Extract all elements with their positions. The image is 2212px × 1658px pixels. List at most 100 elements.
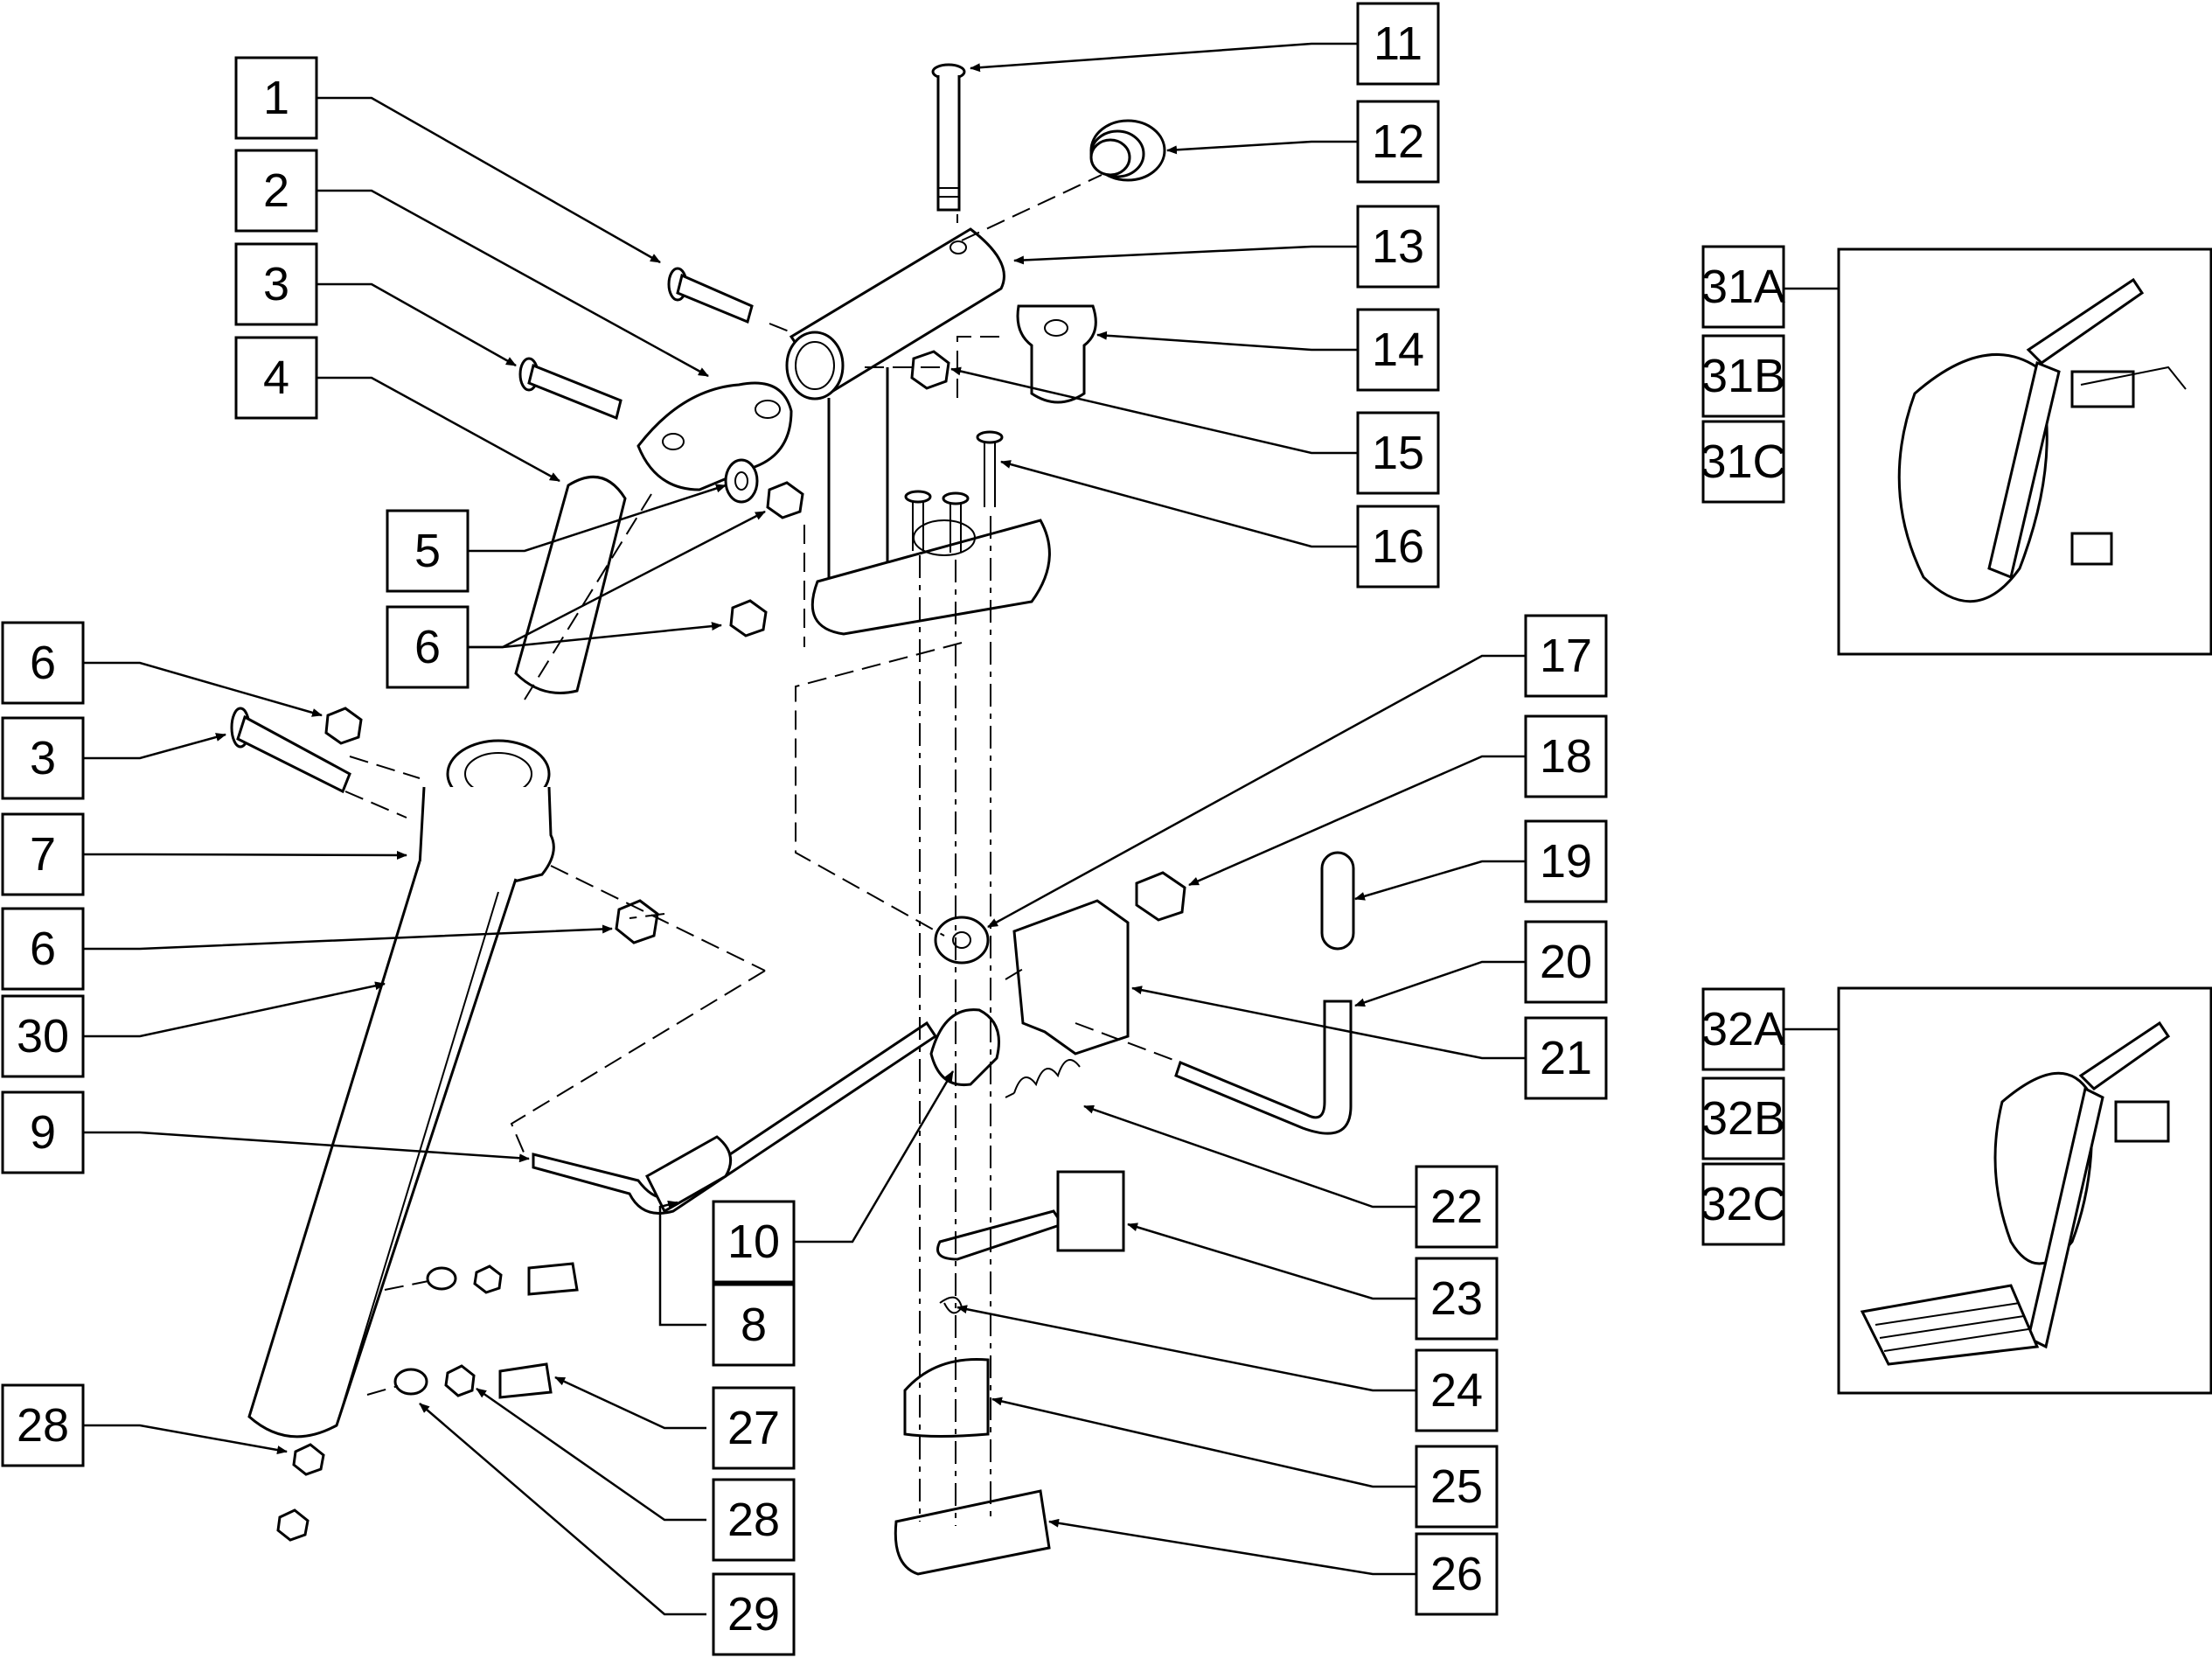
svg-text:25: 25 bbox=[1430, 1460, 1483, 1513]
callout-4: 4 bbox=[234, 336, 318, 420]
callout-31c: 31C bbox=[1700, 420, 1787, 504]
callout-3-lower: 3 bbox=[1, 716, 85, 800]
callout-20: 20 bbox=[1524, 920, 1608, 1004]
callout-21: 21 bbox=[1524, 1016, 1608, 1100]
svg-text:28: 28 bbox=[727, 1494, 780, 1546]
part-bolt-set-upper bbox=[426, 1262, 579, 1296]
part-clevis bbox=[636, 381, 793, 491]
part-nut-6-lower bbox=[615, 899, 659, 944]
part-t-post bbox=[785, 227, 1051, 636]
part-bracket bbox=[936, 1170, 1125, 1261]
svg-text:16: 16 bbox=[1372, 520, 1424, 573]
svg-text:31A: 31A bbox=[1701, 261, 1785, 313]
callout-1: 1 bbox=[234, 56, 318, 140]
svg-text:20: 20 bbox=[1540, 936, 1592, 988]
callout-24: 24 bbox=[1415, 1348, 1499, 1432]
part-washer-5 bbox=[724, 458, 759, 504]
leader-lines bbox=[83, 42, 1839, 1616]
callout-10: 10 bbox=[712, 1200, 796, 1284]
part-bolt-3-lower bbox=[230, 707, 351, 794]
svg-text:11: 11 bbox=[1374, 17, 1422, 70]
part-nut-15 bbox=[910, 350, 950, 390]
svg-text:29: 29 bbox=[727, 1588, 780, 1641]
callout-3-upper: 3 bbox=[234, 242, 318, 326]
svg-text:12: 12 bbox=[1372, 115, 1424, 168]
callout-30: 30 bbox=[1, 994, 85, 1078]
callout-5: 5 bbox=[386, 509, 470, 593]
svg-text:3: 3 bbox=[30, 732, 56, 784]
callout-6-center: 6 bbox=[386, 605, 470, 689]
part-rod-9 bbox=[532, 1021, 938, 1215]
callout-17: 17 bbox=[1524, 614, 1608, 698]
svg-text:7: 7 bbox=[30, 828, 56, 881]
callout-18: 18 bbox=[1524, 714, 1608, 798]
svg-text:3: 3 bbox=[263, 258, 289, 310]
svg-text:27: 27 bbox=[727, 1402, 780, 1454]
part-nut-28-lower bbox=[276, 1508, 310, 1542]
callout-32c: 32C bbox=[1700, 1162, 1787, 1246]
svg-text:32A: 32A bbox=[1701, 1003, 1785, 1055]
svg-text:30: 30 bbox=[17, 1010, 69, 1062]
part-nut-6-mid bbox=[729, 599, 768, 637]
svg-text:32C: 32C bbox=[1700, 1178, 1786, 1230]
callout-25: 25 bbox=[1415, 1445, 1499, 1529]
callout-7: 7 bbox=[1, 812, 85, 896]
svg-text:17: 17 bbox=[1540, 630, 1592, 682]
svg-text:28: 28 bbox=[17, 1399, 69, 1452]
callout-13: 13 bbox=[1356, 205, 1440, 289]
svg-text:4: 4 bbox=[263, 352, 289, 404]
callout-28-left: 28 bbox=[1, 1383, 85, 1467]
callout-15: 15 bbox=[1356, 411, 1440, 495]
part-upright-tube bbox=[247, 739, 555, 1439]
part-nut-6-left bbox=[324, 707, 363, 745]
part-receiver bbox=[1016, 304, 1097, 404]
svg-text:9: 9 bbox=[30, 1106, 56, 1159]
svg-text:19: 19 bbox=[1540, 835, 1592, 888]
callout-2: 2 bbox=[234, 149, 318, 233]
callout-8: 8 bbox=[712, 1283, 796, 1367]
svg-text:21: 21 bbox=[1540, 1032, 1592, 1084]
callout-32a: 32A bbox=[1701, 987, 1785, 1071]
svg-text:32B: 32B bbox=[1701, 1092, 1785, 1145]
part-clip bbox=[939, 1296, 963, 1314]
callout-28-center: 28 bbox=[712, 1478, 796, 1562]
svg-text:31B: 31B bbox=[1701, 350, 1785, 402]
svg-text:6: 6 bbox=[30, 923, 56, 975]
svg-text:6: 6 bbox=[30, 637, 56, 689]
callout-6-left-upper: 6 bbox=[1, 621, 85, 705]
assembly-lines bbox=[344, 174, 1181, 1526]
svg-text:24: 24 bbox=[1430, 1364, 1483, 1417]
part-nut-28-upper bbox=[292, 1443, 325, 1476]
part-bolt-1 bbox=[667, 267, 754, 324]
part-pin bbox=[931, 63, 966, 212]
callout-19: 19 bbox=[1524, 819, 1608, 903]
part-nut-6-upper bbox=[766, 481, 804, 519]
callout-22: 22 bbox=[1415, 1165, 1499, 1249]
inset-assembly-31 bbox=[1837, 247, 2212, 656]
part-grip bbox=[1320, 851, 1355, 951]
svg-text:22: 22 bbox=[1430, 1181, 1483, 1233]
part-lever bbox=[1174, 1000, 1353, 1135]
inset-assembly-32 bbox=[1837, 986, 2212, 1395]
part-end-cap bbox=[1089, 119, 1166, 182]
svg-text:26: 26 bbox=[1430, 1548, 1483, 1600]
part-mount bbox=[894, 1489, 1051, 1576]
callout-6-left-lower: 6 bbox=[1, 907, 85, 991]
svg-text:23: 23 bbox=[1430, 1272, 1483, 1325]
callout-12: 12 bbox=[1356, 100, 1440, 184]
callout-26: 26 bbox=[1415, 1532, 1499, 1616]
svg-text:1: 1 bbox=[263, 72, 289, 124]
callout-14: 14 bbox=[1356, 308, 1440, 392]
callout-27: 27 bbox=[712, 1386, 796, 1470]
part-cam bbox=[929, 1008, 1000, 1087]
part-bolt-set-lower bbox=[393, 1362, 553, 1399]
callout-11: 11 bbox=[1356, 2, 1440, 86]
callout-32b: 32B bbox=[1701, 1076, 1785, 1160]
svg-text:8: 8 bbox=[741, 1299, 767, 1351]
callout-31a: 31A bbox=[1701, 245, 1785, 329]
callout-9: 9 bbox=[1, 1090, 85, 1174]
svg-text:15: 15 bbox=[1372, 427, 1424, 479]
part-bolt-3-upper bbox=[518, 357, 623, 421]
callout-23: 23 bbox=[1415, 1257, 1499, 1341]
